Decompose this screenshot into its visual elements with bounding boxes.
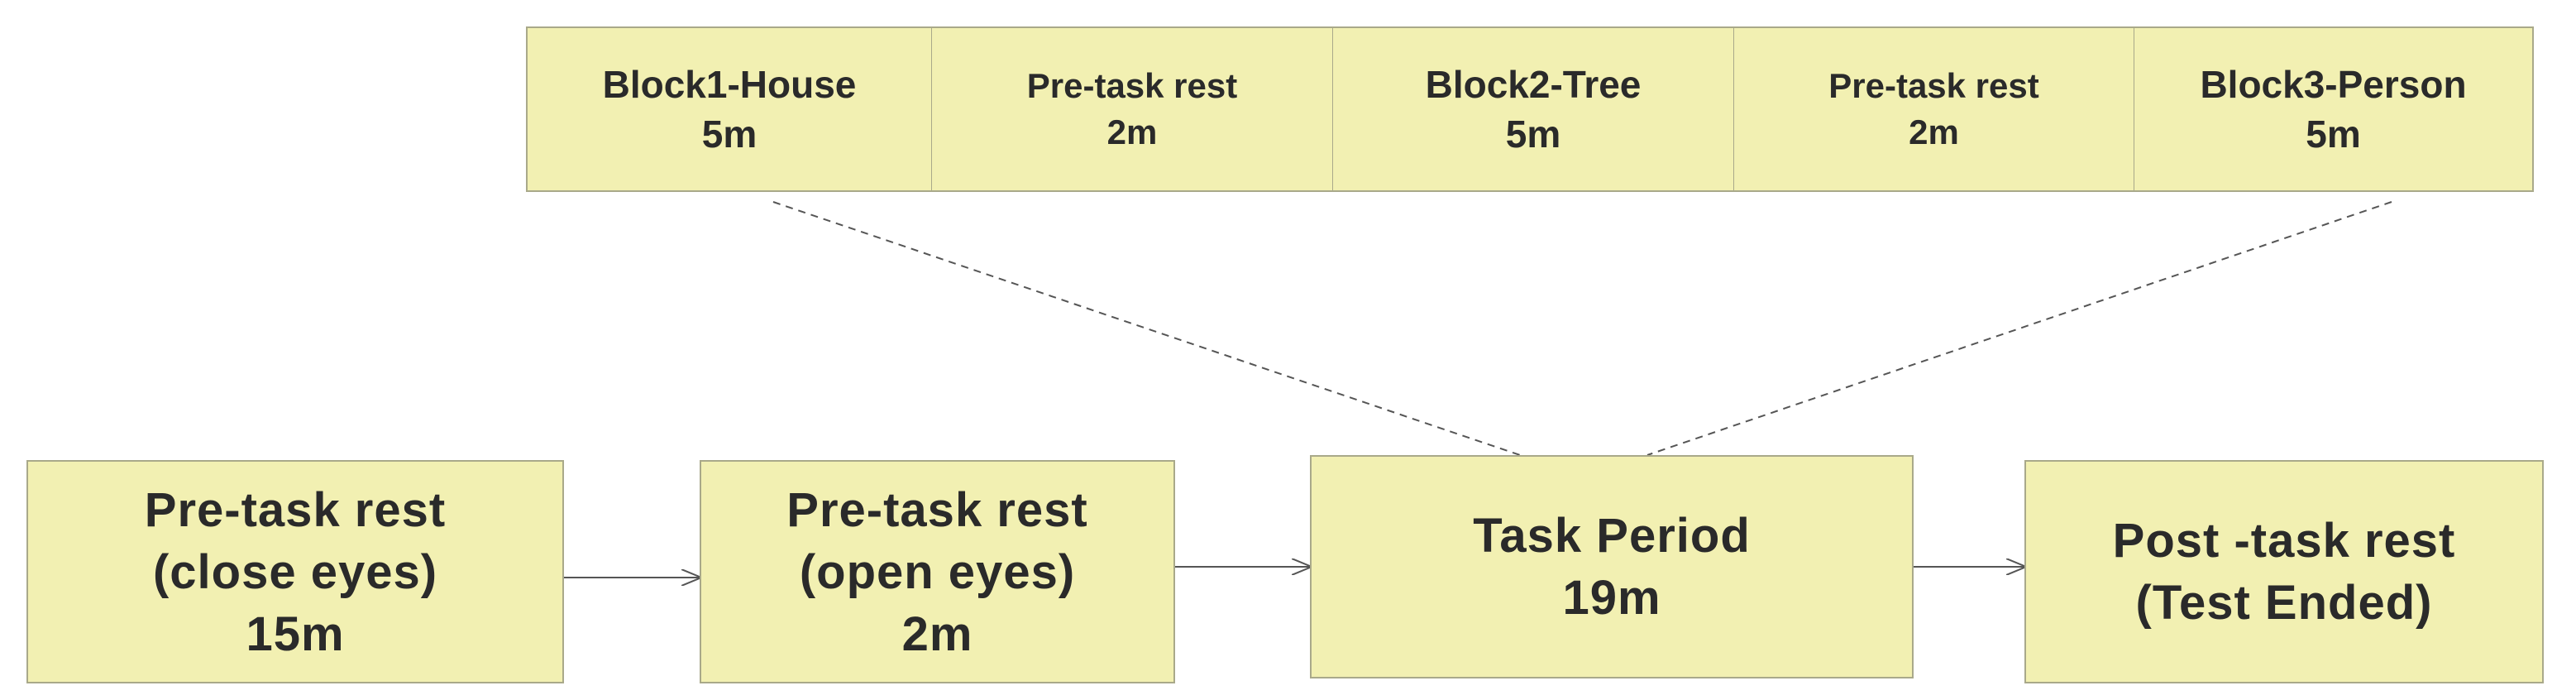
task-block-rest-1-name: Pre-task rest xyxy=(1026,66,1238,105)
stage-rest-close-eyes: Pre-task rest (close eyes) 15m xyxy=(26,460,564,683)
task-block-rest-2-duration: 2m xyxy=(1909,113,1959,151)
stage-rest-close-eyes-duration: 15m xyxy=(246,607,345,661)
stage-task-period-title: Task Period xyxy=(1473,509,1751,563)
task-block-person: Block3-Person 5m xyxy=(2134,26,2534,192)
task-block-tree-duration: 5m xyxy=(1505,113,1561,156)
stage-rest-open-eyes: Pre-task rest (open eyes) 2m xyxy=(700,460,1175,683)
task-block-rest-1-duration: 2m xyxy=(1106,113,1158,151)
task-block-person-name: Block3-Person xyxy=(2200,63,2467,106)
stage-task-period-duration: 19m xyxy=(1562,571,1661,625)
stage-post-task-rest-status: (Test Ended) xyxy=(2135,576,2433,630)
task-block-house: Block1-House 5m xyxy=(526,26,932,192)
stage-rest-open-eyes-condition: (open eyes) xyxy=(799,544,1076,599)
task-block-tree-name: Block2-Tree xyxy=(1425,63,1642,106)
stage-rest-open-eyes-duration: 2m xyxy=(901,607,973,661)
stage-post-task-rest: Post -task rest (Test Ended) xyxy=(2024,460,2544,683)
task-block-house-duration: 5m xyxy=(701,113,758,156)
expand-line-right xyxy=(1646,201,2392,456)
expand-line-left xyxy=(772,201,1521,456)
stage-task-period: Task Period 19m xyxy=(1310,455,1914,678)
stage-rest-open-eyes-title: Pre-task rest xyxy=(786,482,1088,537)
stage-post-task-rest-title: Post -task rest xyxy=(2112,514,2456,568)
stage-rest-close-eyes-condition: (close eyes) xyxy=(152,544,438,599)
task-block-tree: Block2-Tree 5m xyxy=(1332,26,1734,192)
task-block-rest-2-name: Pre-task rest xyxy=(1828,66,2039,105)
task-block-rest-2: Pre-task rest 2m xyxy=(1733,26,2134,192)
task-block-person-duration: 5m xyxy=(2306,113,2361,156)
stage-rest-close-eyes-title: Pre-task rest xyxy=(144,482,447,537)
task-block-rest-1: Pre-task rest 2m xyxy=(931,26,1333,192)
task-block-house-name: Block1-House xyxy=(602,63,857,106)
